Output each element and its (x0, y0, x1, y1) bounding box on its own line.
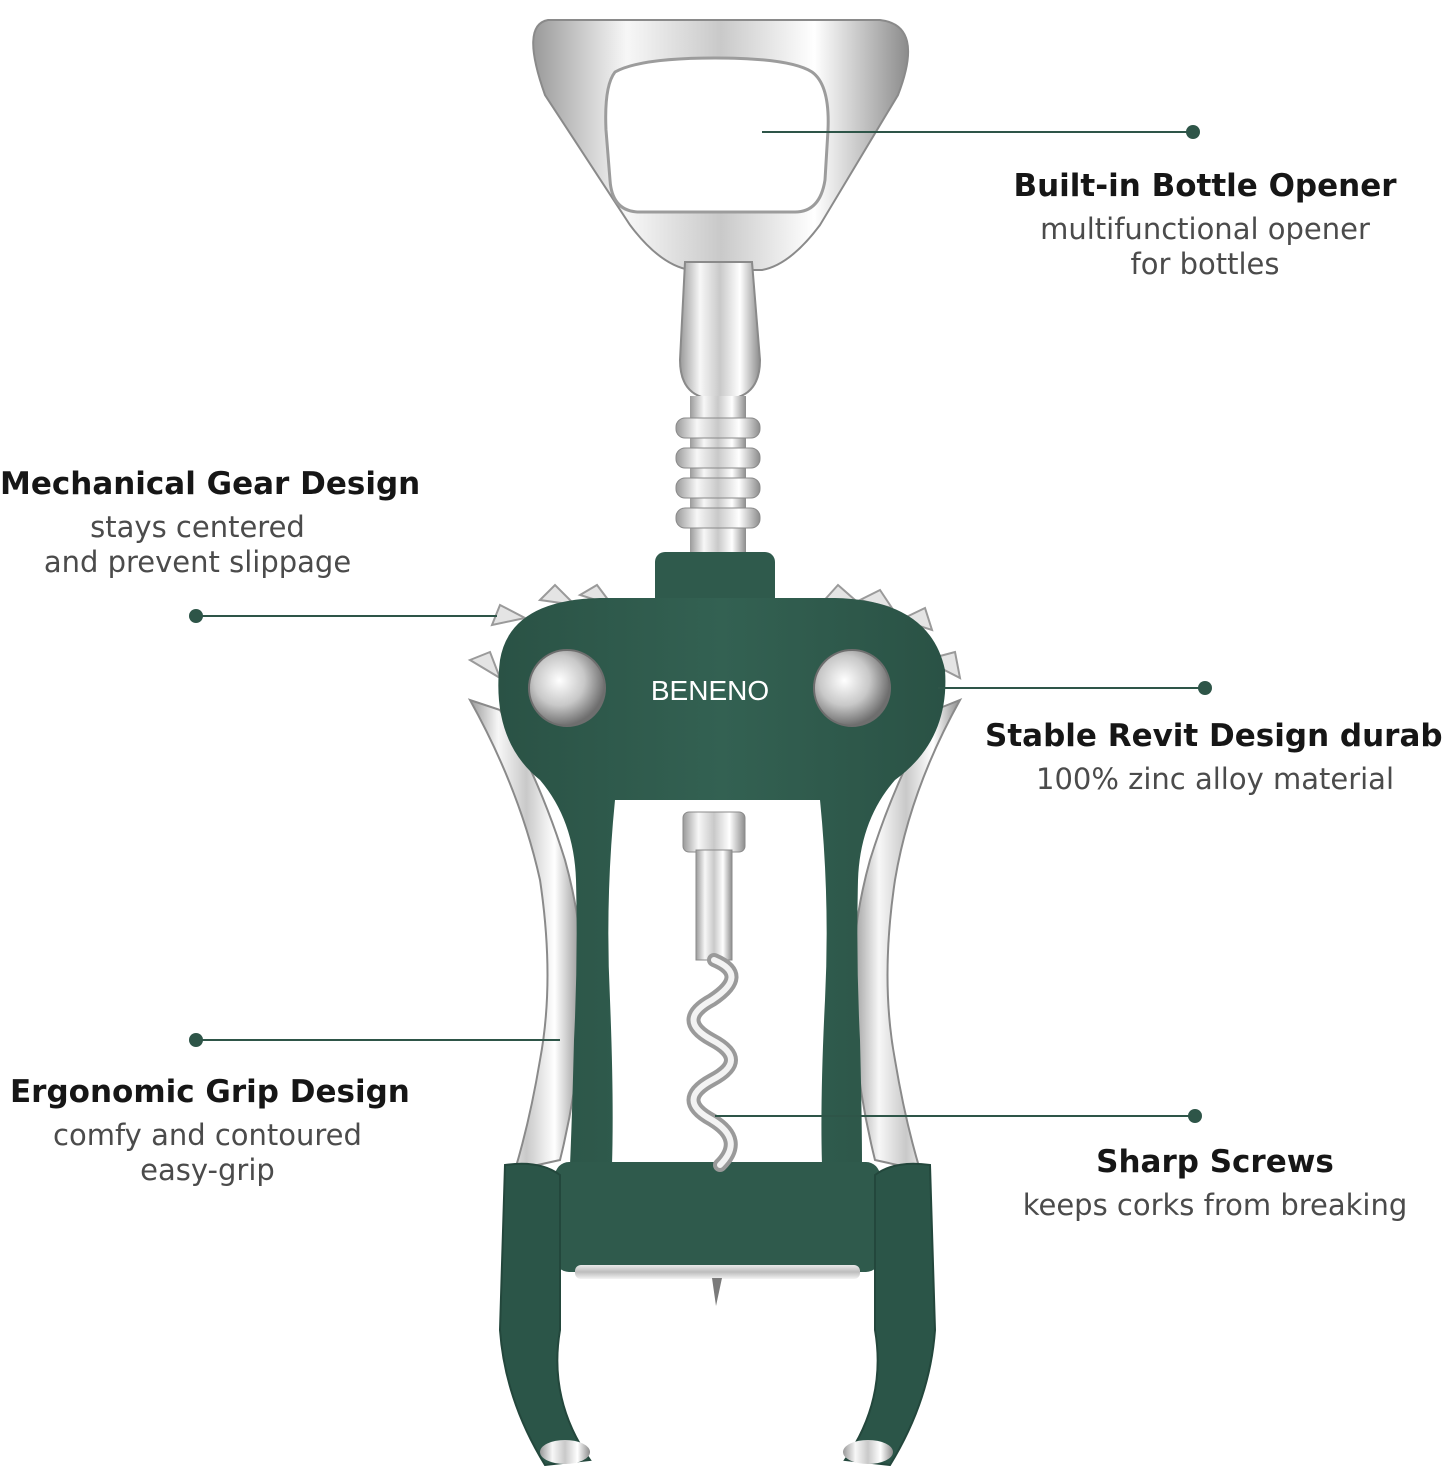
callout-lines (189, 125, 1212, 1123)
feature-description: stays centered and prevent slippage (43, 510, 352, 579)
feature-screws: Sharp Screws keeps corks from breaking (1000, 1144, 1430, 1223)
brand-logo: BENENO (651, 675, 769, 706)
threaded-shaft (675, 396, 761, 556)
feature-rivet: Stable Revit Design durable 100% zinc al… (985, 718, 1445, 797)
bottle-opener-handle (532, 19, 910, 399)
feature-gear: Mechanical Gear Design stays centered an… (0, 466, 421, 580)
feature-description: keeps corks from breaking (1022, 1188, 1408, 1222)
feature-title: Ergonomic Grip Design (10, 1074, 410, 1110)
feature-grip: Ergonomic Grip Design comfy and contoure… (10, 1074, 410, 1188)
feature-title: Sharp Screws (1096, 1144, 1334, 1180)
feature-description: comfy and contoured easy-grip (53, 1118, 362, 1187)
feature-title: Built-in Bottle Opener (1013, 168, 1397, 204)
chrome-wing-arms (467, 698, 963, 1172)
feature-bottle-opener: Built-in Bottle Opener multifunctional o… (1000, 168, 1410, 282)
left-rivet (528, 649, 606, 727)
feature-title: Stable Revit Design durable (985, 718, 1445, 754)
feature-description: 100% zinc alloy material (1036, 762, 1394, 796)
feature-title: Mechanical Gear Design (0, 466, 421, 502)
worm-screw (682, 811, 746, 1306)
feature-description: multifunctional opener for bottles (1040, 212, 1370, 281)
right-rivet (813, 649, 891, 727)
